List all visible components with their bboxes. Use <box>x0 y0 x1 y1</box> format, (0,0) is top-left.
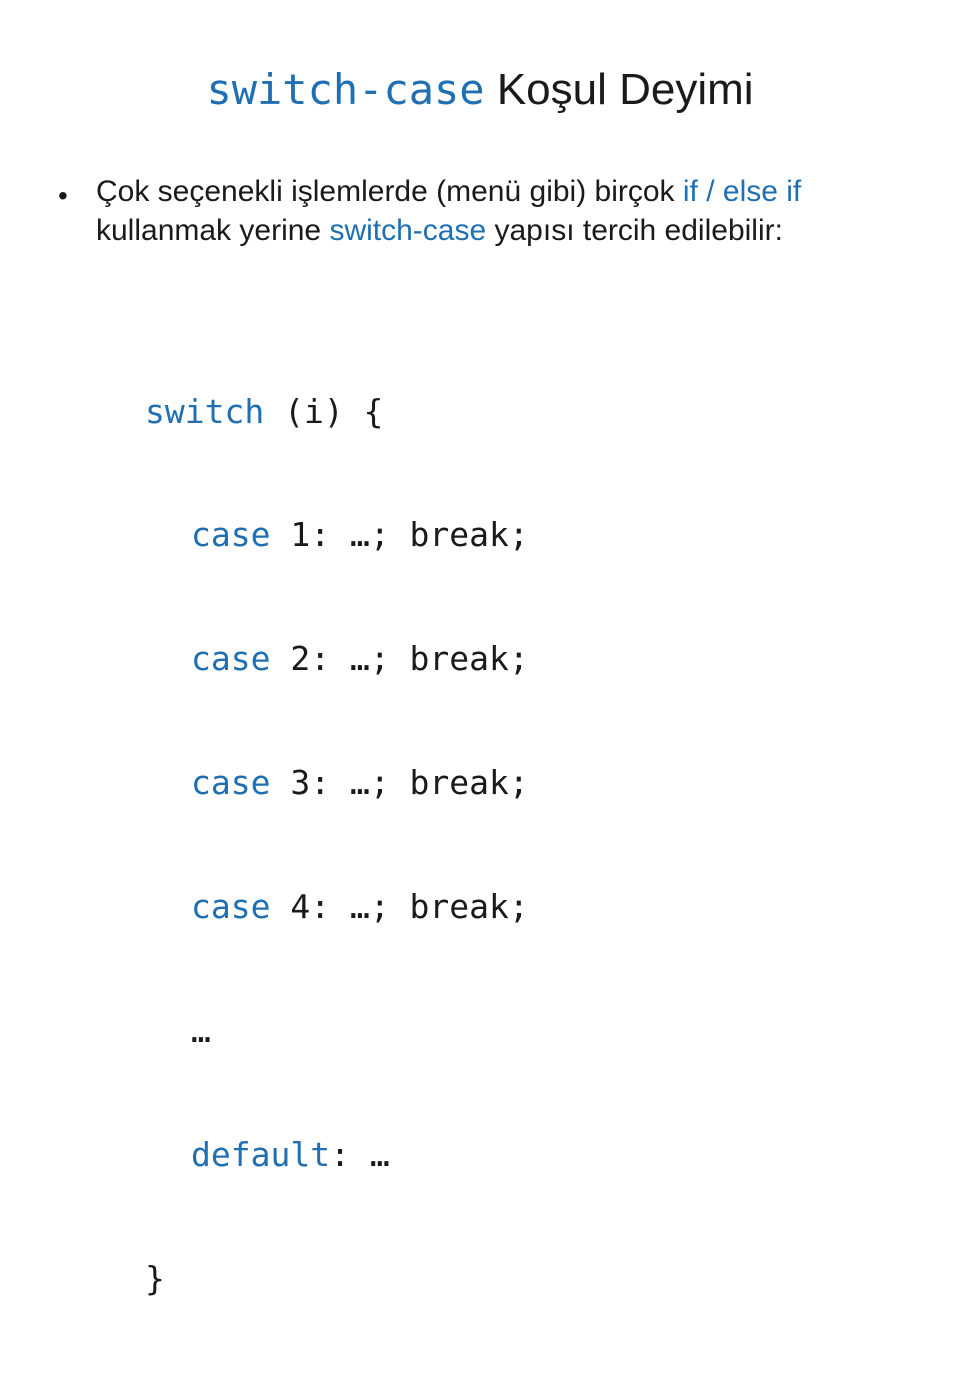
code-keyword: case <box>191 763 271 803</box>
code-line-case-2: case 2: …; break; <box>145 638 529 679</box>
code-text: } <box>145 1258 165 1298</box>
bullet-marker: • <box>58 180 68 211</box>
code-text: 4: …; break; <box>270 887 529 927</box>
code-text: 1: …; break; <box>270 515 529 555</box>
code-line-case-1: case 1: …; break; <box>145 514 529 555</box>
slide: switch-case Koşul Deyimi • Çok seçenekli… <box>0 58 960 1298</box>
code-keyword: case <box>191 887 271 927</box>
code-line-case-3: case 3: …; break; <box>145 762 529 803</box>
bullet-keyword-switch-case: switch-case <box>329 214 487 247</box>
code-text: 3: …; break; <box>270 763 529 803</box>
bullet-segment: yapısı tercih edilebilir: <box>486 214 783 247</box>
code-block: switch (i) { case 1: …; break; case 2: …… <box>145 308 529 1382</box>
code-keyword: case <box>191 639 271 679</box>
bullet-keyword-if-else: if / else if <box>682 175 802 208</box>
code-text: … <box>191 1011 211 1051</box>
code-line-default: default: … <box>145 1134 529 1175</box>
bullet-segment: Çok seçenekli işlemlerde (menü gibi) bir… <box>96 175 683 208</box>
code-line-case-4: case 4: …; break; <box>145 886 529 927</box>
code-keyword: default <box>191 1134 331 1174</box>
code-line-closing-brace: } <box>145 1258 529 1299</box>
code-line-switch: switch (i) { <box>145 391 529 432</box>
code-text: (i) { <box>264 391 384 431</box>
bullet-segment: kullanmak yerine <box>96 214 330 247</box>
code-keyword: switch <box>145 391 265 431</box>
code-text: : … <box>330 1134 390 1174</box>
code-line-ellipsis: … <box>145 1010 529 1051</box>
slide-title: switch-case Koşul Deyimi <box>0 58 960 122</box>
code-keyword: case <box>191 515 271 555</box>
title-keyword: switch-case <box>206 65 485 114</box>
title-text: Koşul Deyimi <box>484 65 754 114</box>
bullet-text: Çok seçenekli işlemlerde (menü gibi) bir… <box>96 172 926 250</box>
code-text: 2: …; break; <box>270 639 529 679</box>
